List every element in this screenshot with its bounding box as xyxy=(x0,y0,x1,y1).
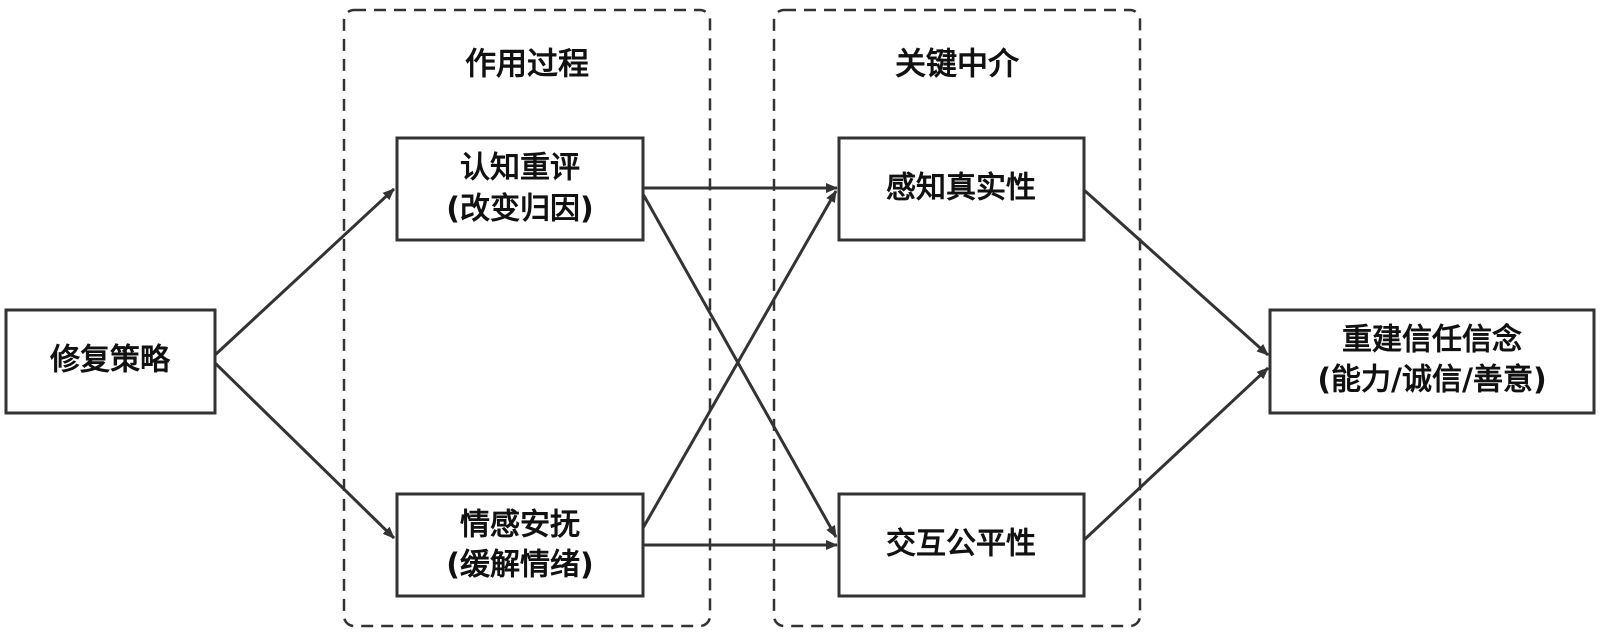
edge-authenticity-trust xyxy=(1082,188,1270,357)
group-mediator: 关键中介 xyxy=(772,8,1142,628)
node-trust-box xyxy=(1268,308,1596,415)
group-mediator-border xyxy=(772,8,1142,628)
group-process-title: 作用过程 xyxy=(465,47,589,83)
edge-strategy-emotional xyxy=(213,361,396,540)
node-fairness-box xyxy=(837,492,1086,598)
node-cognitive: 认知重评 (改变归因) xyxy=(395,136,645,242)
node-trust: 重建信任信念 (能力/诚信/善意) xyxy=(1268,308,1596,415)
node-emotional-label-line1: 情感安抚 xyxy=(460,508,580,543)
node-emotional-label-line2: (缓解情绪) xyxy=(446,548,593,583)
edge-strategy-cognitive xyxy=(213,187,396,357)
node-cognitive-label-line2: (改变归因) xyxy=(446,192,593,227)
node-emotional-box xyxy=(395,492,645,598)
group-process-border xyxy=(342,8,712,628)
node-cognitive-label-line1: 认知重评 xyxy=(460,151,580,186)
node-strategy-label: 修复策略 xyxy=(49,343,171,378)
node-cognitive-box xyxy=(395,136,645,242)
node-trust-label-line2: (能力/诚信/善意) xyxy=(1317,363,1546,398)
node-trust-label-line1: 重建信任信念 xyxy=(1342,323,1522,358)
node-authenticity-box xyxy=(837,136,1086,242)
edge-emotional-authenticity xyxy=(641,190,838,529)
node-strategy: 修复策略 xyxy=(4,308,217,415)
node-fairness-label: 交互公平性 xyxy=(886,527,1036,562)
edge-cognitive-fairness xyxy=(641,193,838,538)
node-authenticity-label: 感知真实性 xyxy=(886,171,1036,206)
edge-fairness-trust xyxy=(1082,366,1270,542)
node-strategy-box xyxy=(4,308,217,415)
node-fairness: 交互公平性 xyxy=(837,492,1086,598)
edges xyxy=(213,183,1270,550)
node-emotional: 情感安抚 (缓解情绪) xyxy=(395,492,645,598)
node-authenticity: 感知真实性 xyxy=(837,136,1086,242)
group-mediator-title: 关键中介 xyxy=(895,47,1020,83)
group-process: 作用过程 xyxy=(342,8,712,628)
